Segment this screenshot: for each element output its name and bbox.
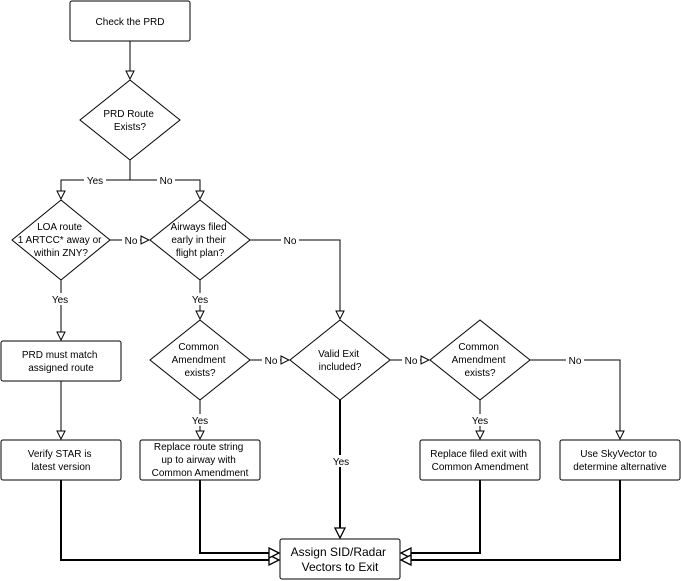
edges: [61, 41, 620, 439]
edge-replace-route-to-assign: [199, 480, 278, 553]
edge-airways-no: [250, 239, 340, 319]
label-airways-no: No: [284, 236, 297, 247]
edge-skyvector-to-assign: [402, 480, 621, 560]
text-verify-star: Verify STAR is latest version: [28, 449, 95, 473]
text-prd-route-exists: PRD Route Exists?: [103, 109, 156, 133]
text-common-amend-2: Common Amendment exists?: [452, 342, 509, 379]
node-common-amend-1: [149, 319, 251, 401]
label-exit-no: No: [405, 356, 418, 367]
node-prd-route-exists: [79, 79, 181, 161]
text-skyvector: Use SkyVector to determine alternative: [573, 449, 667, 473]
node-loa-route: [11, 199, 111, 281]
edge-ca2-no: [530, 359, 620, 439]
node-skyvector: [559, 439, 681, 481]
bold-edges: [60, 400, 621, 560]
label-prd-no: No: [160, 176, 173, 187]
label-prd-yes: Yes: [87, 176, 103, 187]
edge-labels: Yes No No Yes Yes No No Yes No Yes Yes N…: [49, 174, 584, 468]
label-airways-yes: Yes: [192, 295, 208, 306]
text-assign-sid: Assign SID/Radar Vectors to Exit: [291, 545, 390, 574]
text-replace-exit: Replace filed exit with Common Amendment: [430, 449, 530, 473]
text-replace-route: Replace route string up to airway with C…: [152, 442, 249, 479]
edge-replace-exit-to-assign: [402, 480, 481, 553]
label-ca2-no: No: [569, 356, 582, 367]
node-labels: Check the PRD PRD Route Exists? LOA rout…: [18, 17, 667, 574]
label-ca1-no: No: [265, 356, 278, 367]
text-loa-route: LOA route 1 ARTCC* away or within ZNY?: [18, 222, 105, 259]
node-valid-exit: [289, 319, 391, 401]
label-exit-yes: Yes: [333, 457, 349, 468]
label-loa-yes: Yes: [52, 295, 68, 306]
edge-prd-no: [130, 179, 200, 199]
node-check-prd: [69, 0, 191, 42]
text-common-amend-1: Common Amendment exists?: [172, 342, 229, 379]
node-airways-filed: [149, 199, 251, 281]
label-ca1-yes: Yes: [192, 416, 208, 427]
node-replace-route: [139, 439, 261, 481]
node-assign-sid: [279, 538, 401, 580]
text-airways-filed: Airways filed early in their flight plan…: [171, 222, 230, 259]
node-prd-must-match: [0, 340, 122, 382]
edge-star-to-assign: [60, 480, 278, 560]
node-replace-exit: [419, 439, 541, 481]
node-verify-star: [0, 439, 122, 481]
node-common-amend-2: [429, 319, 531, 401]
label-ca2-yes: Yes: [472, 416, 488, 427]
text-check-prd: Check the PRD: [96, 17, 165, 28]
text-prd-must-match: PRD must match assigned route: [22, 350, 100, 374]
label-loa-no: No: [125, 236, 138, 247]
text-valid-exit: Valid Exit included?: [318, 349, 362, 373]
